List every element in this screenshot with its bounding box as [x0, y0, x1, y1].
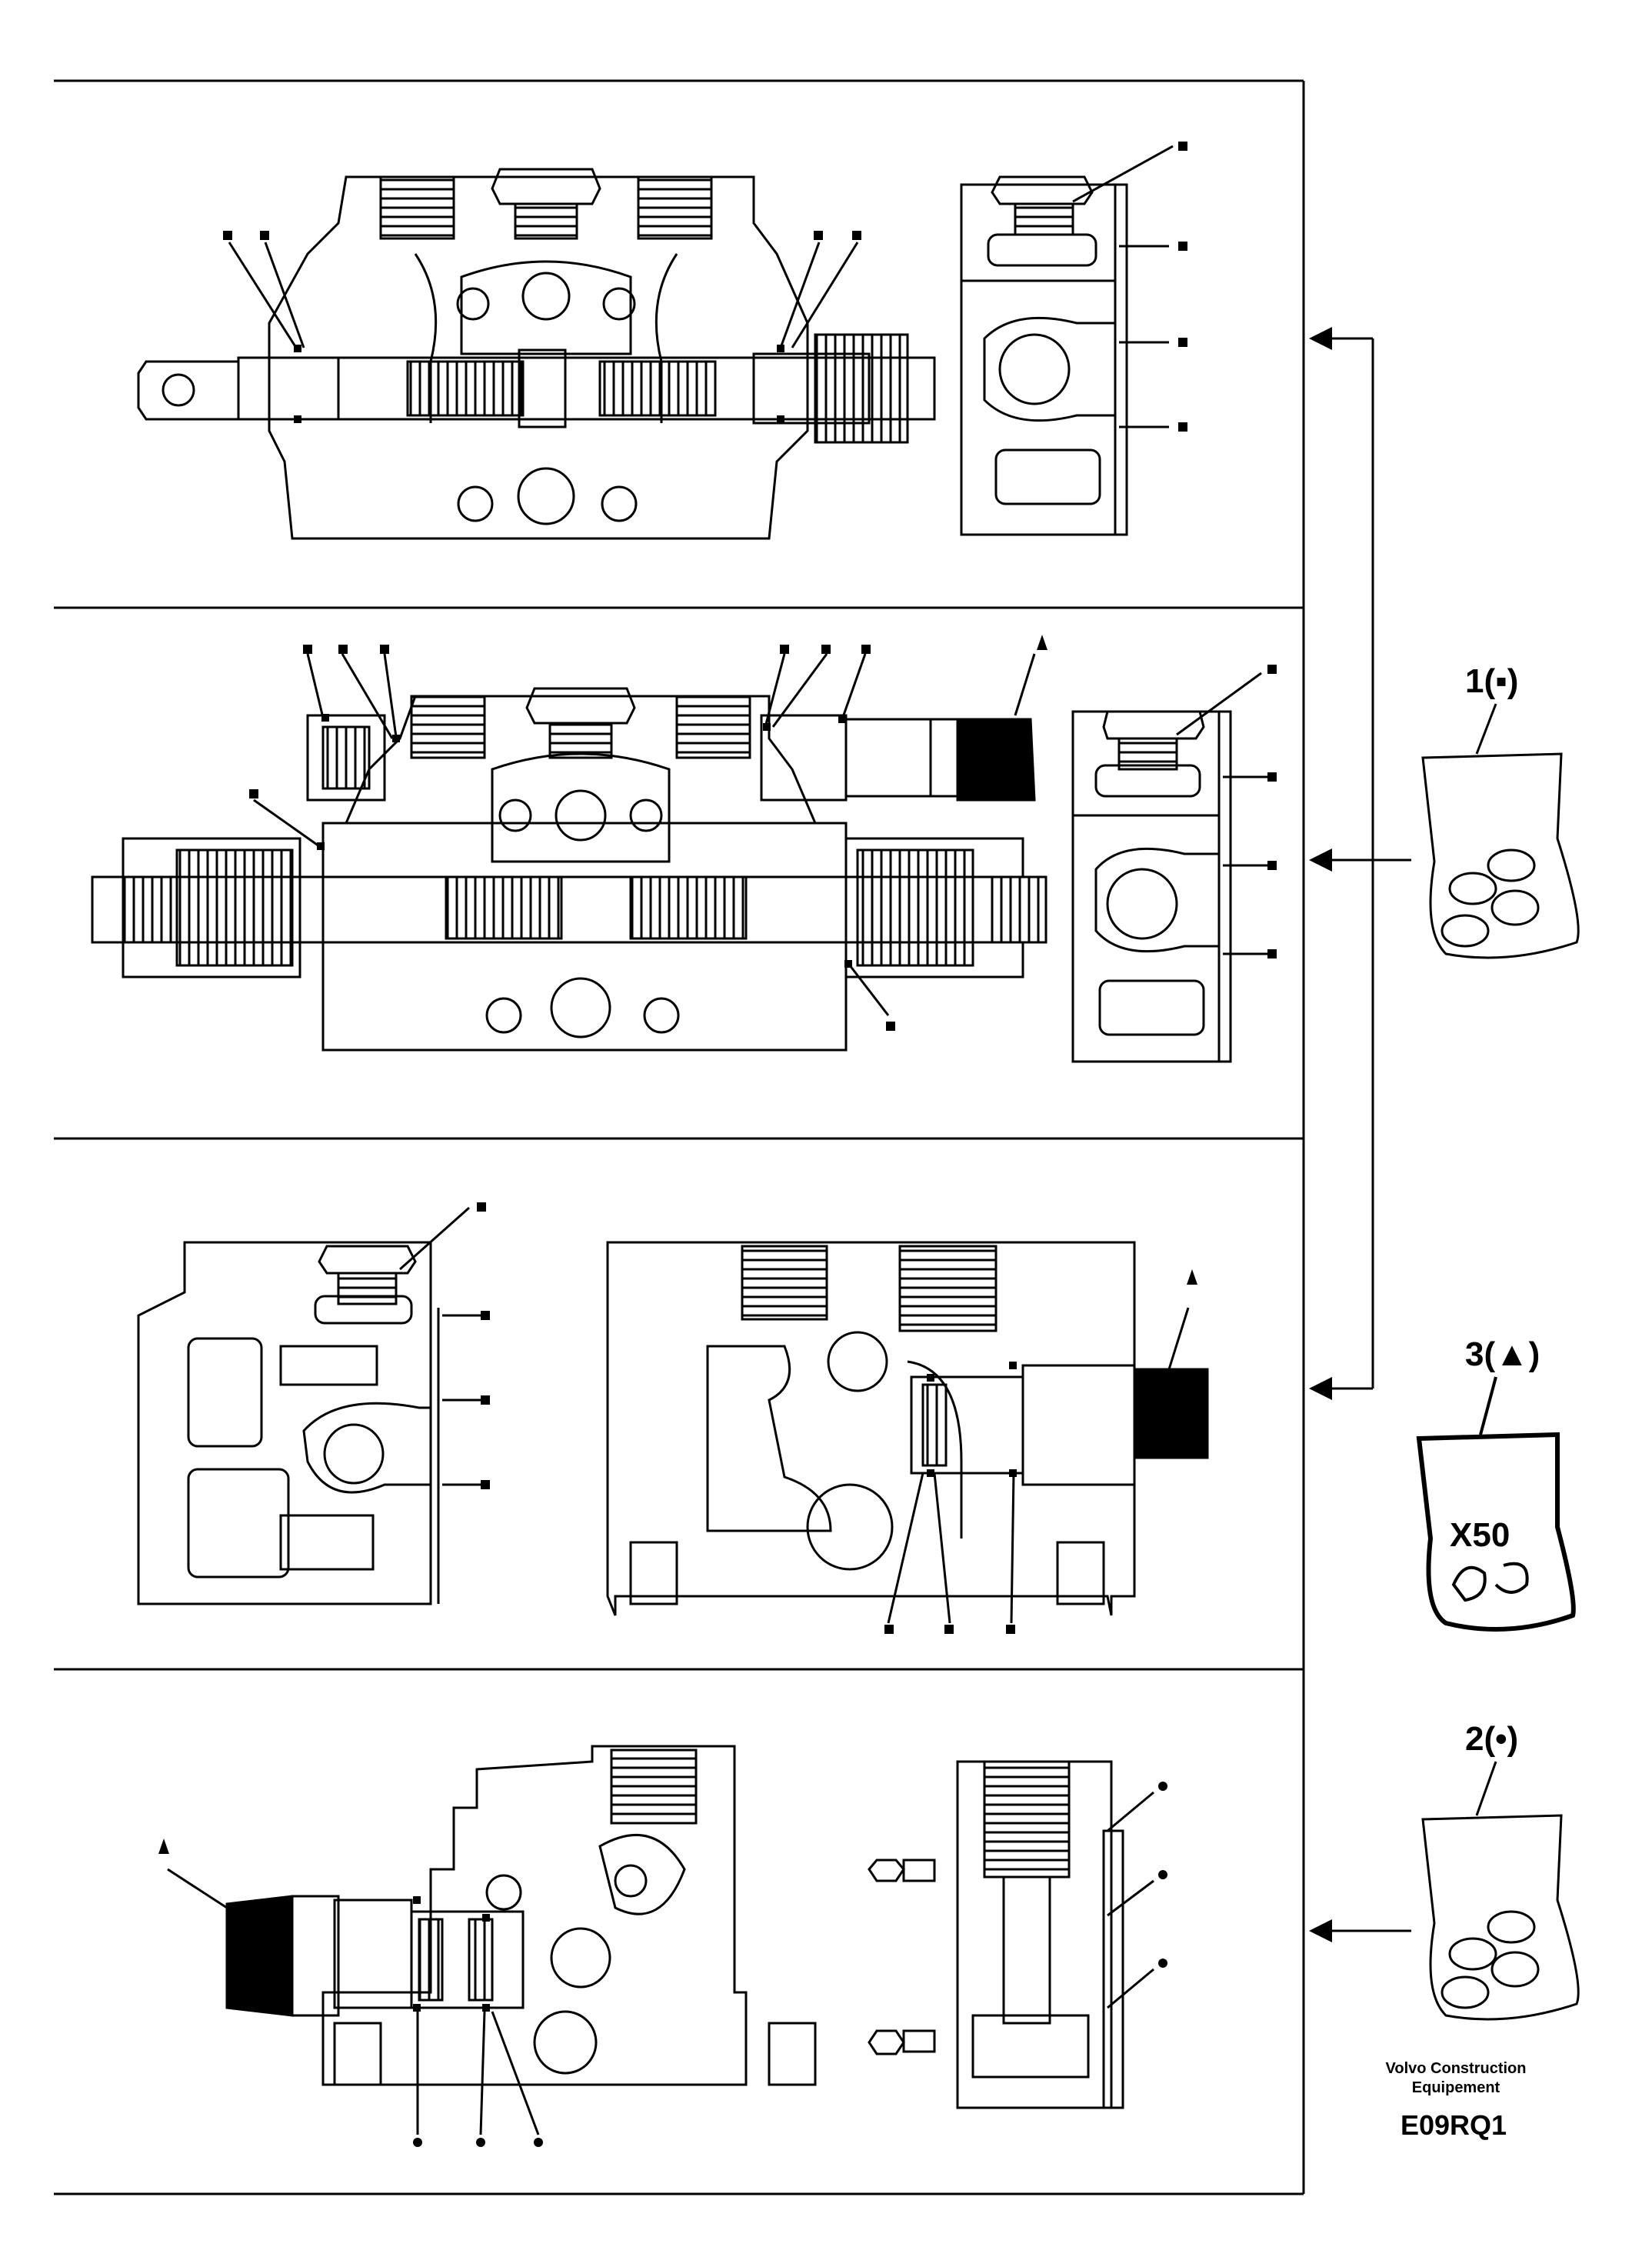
panel-4-valve-section	[167, 1745, 817, 2135]
panel-1-markers	[223, 231, 861, 240]
panel-3-valve-section	[606, 1241, 1209, 1624]
kit-2-bag: 2(•)	[1421, 1720, 1580, 2021]
kit-1-bag: 1(▪)	[1421, 662, 1580, 959]
clip-icon	[1451, 1562, 1529, 1602]
kit-1-label: 1(▪)	[1465, 662, 1518, 700]
panel-2-side-markers	[1267, 665, 1277, 958]
kit-connectors	[1309, 327, 1411, 1942]
panel-2-valve-section	[91, 653, 1047, 1052]
panel-1-side-view	[960, 145, 1174, 536]
panel-1-valve-section	[137, 168, 936, 540]
o-ring-icon	[1441, 1910, 1540, 2009]
kit-3-bag: 3(▲) X50	[1416, 1335, 1576, 1632]
panel-1-side-markers	[1178, 142, 1187, 432]
panel-3-markers	[884, 1269, 1197, 1634]
panel-4-markers	[158, 1839, 543, 2147]
panel-3-side-markers	[477, 1202, 490, 1489]
brand-line-2: Equipement	[1412, 2079, 1500, 2096]
footer-brand: Volvo Construction Equipement E09RQ1	[1386, 2060, 1527, 2141]
kit-2-label: 2(•)	[1465, 1720, 1518, 1758]
panel-2-side-view	[1071, 672, 1269, 1063]
kit-3-label: 3(▲)	[1465, 1335, 1540, 1373]
kit-3-count: X50	[1450, 1516, 1510, 1554]
frame	[54, 79, 1305, 2195]
panel-4-side-markers	[1158, 1782, 1167, 1968]
figure-code: E09RQ1	[1401, 2109, 1507, 2141]
panel-4-side-view	[868, 1760, 1154, 2109]
brand-line-1: Volvo Construction	[1386, 2060, 1527, 2077]
panel-2-markers	[249, 635, 1047, 1031]
o-ring-icon	[1441, 848, 1540, 948]
panel-3-side-section	[137, 1206, 481, 1605]
